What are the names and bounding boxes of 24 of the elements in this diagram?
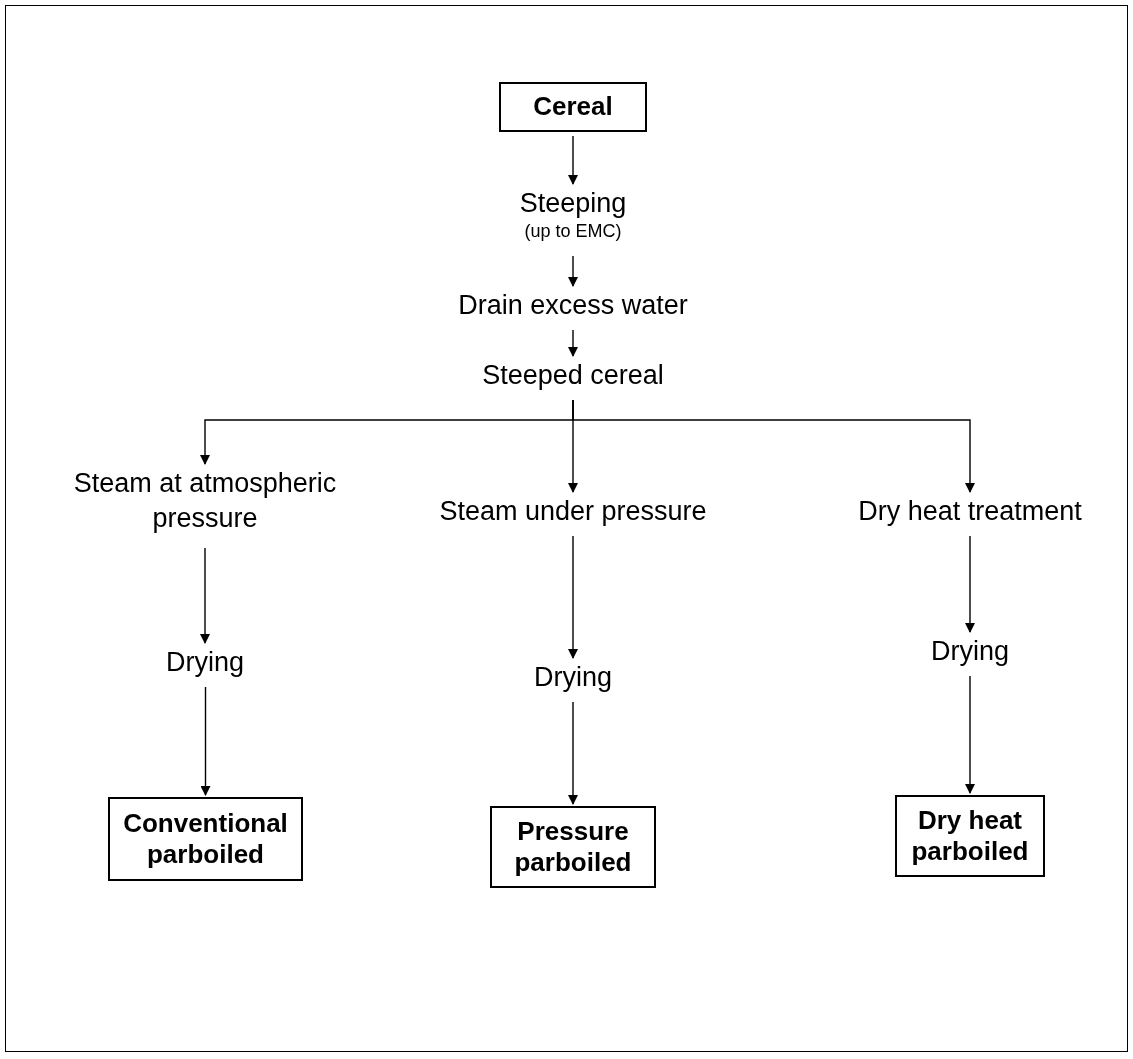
arrow — [965, 535, 975, 633]
process-box: Cereal — [499, 82, 647, 132]
arrow — [568, 329, 578, 357]
step-label: Drying — [166, 646, 244, 679]
process-box: Dry heat parboiled — [895, 795, 1045, 877]
arrow — [572, 399, 975, 493]
step-label: Steeped cereal — [482, 359, 664, 392]
step-label: Dry heat treatment — [858, 495, 1082, 528]
arrow — [568, 535, 578, 659]
step-label: Steam at atmospheric pressure — [72, 467, 338, 536]
arrow — [965, 675, 975, 794]
step-label: Drying — [931, 635, 1009, 668]
arrow — [200, 547, 210, 644]
arrow — [568, 135, 578, 185]
arrow — [200, 686, 211, 796]
step-label: Drying — [534, 661, 612, 694]
step-note: (up to EMC) — [524, 221, 622, 243]
step-label: Steeping — [519, 187, 627, 220]
process-box: Pressure parboiled — [490, 806, 656, 888]
arrow — [568, 255, 578, 287]
process-box: Conventional parboiled — [108, 797, 303, 881]
step-label: Drain excess water — [458, 289, 688, 322]
arrow — [568, 701, 578, 805]
step-label: Steam under pressure — [439, 495, 707, 528]
